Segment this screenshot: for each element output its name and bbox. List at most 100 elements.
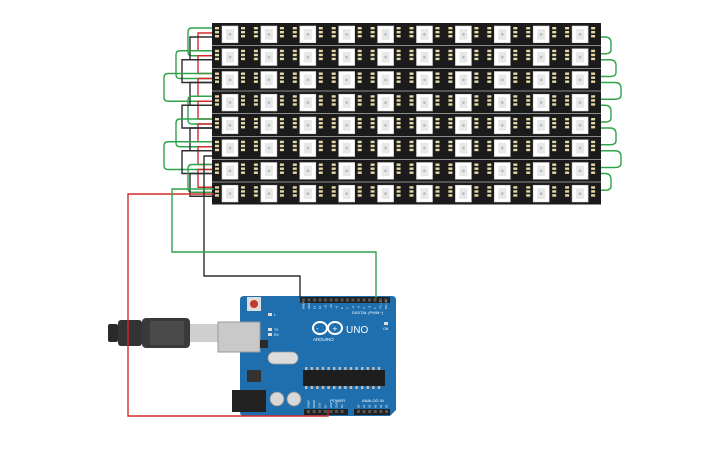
neopixel-led[interactable] bbox=[253, 139, 284, 157]
power-pin[interactable] bbox=[318, 410, 322, 413]
header-pin[interactable] bbox=[373, 298, 377, 302]
neopixel-led[interactable] bbox=[215, 93, 245, 112]
neopixel-led[interactable] bbox=[526, 139, 557, 157]
strip-power-link[interactable] bbox=[197, 100, 212, 120]
neopixel-led[interactable] bbox=[331, 93, 362, 112]
power-jack[interactable] bbox=[232, 390, 266, 412]
reset-button-cap[interactable] bbox=[250, 300, 258, 308]
led-strip[interactable] bbox=[212, 182, 601, 205]
strip-data-link[interactable] bbox=[187, 95, 212, 125]
neopixel-led[interactable] bbox=[526, 162, 557, 180]
header-pin[interactable] bbox=[379, 298, 382, 302]
header-pin[interactable] bbox=[362, 298, 366, 302]
header-pin[interactable] bbox=[335, 298, 338, 302]
neopixel-led[interactable] bbox=[292, 116, 323, 135]
neopixel-led[interactable] bbox=[215, 139, 245, 157]
neopixel-led[interactable] bbox=[370, 93, 401, 112]
neopixel-led[interactable] bbox=[292, 71, 323, 89]
neopixel-led[interactable] bbox=[565, 71, 596, 89]
neopixel-led[interactable] bbox=[526, 71, 557, 89]
led-strip[interactable] bbox=[212, 159, 601, 182]
data-wire[interactable] bbox=[171, 188, 377, 298]
wiring[interactable] bbox=[163, 27, 622, 197]
neopixel-led[interactable] bbox=[409, 25, 440, 44]
neopixel-led[interactable] bbox=[215, 25, 245, 44]
strip-data-link[interactable] bbox=[601, 127, 617, 146]
neopixel-led[interactable] bbox=[331, 25, 362, 44]
neopixel-led[interactable] bbox=[215, 48, 245, 66]
neopixel-led[interactable] bbox=[448, 71, 479, 89]
neopixel-led[interactable] bbox=[487, 93, 518, 112]
strip-power-link[interactable] bbox=[197, 123, 212, 143]
usb-cable[interactable] bbox=[108, 318, 220, 348]
strip-data-link[interactable] bbox=[601, 81, 622, 100]
strip-data-link[interactable] bbox=[163, 141, 212, 171]
neopixel-led[interactable] bbox=[526, 48, 557, 66]
neopixel-led[interactable] bbox=[253, 25, 284, 44]
strip-power-link[interactable] bbox=[197, 77, 212, 97]
header-pin[interactable] bbox=[368, 298, 371, 302]
neopixel-led[interactable] bbox=[253, 48, 284, 66]
neopixel-led[interactable] bbox=[526, 25, 557, 44]
neopixel-led[interactable] bbox=[565, 139, 596, 157]
header-pin[interactable] bbox=[384, 298, 388, 302]
neopixel-led[interactable] bbox=[448, 48, 479, 66]
neopixel-led[interactable] bbox=[448, 25, 479, 44]
neopixel-led[interactable] bbox=[565, 162, 596, 180]
header-pin[interactable] bbox=[329, 298, 333, 302]
strip-data-link[interactable] bbox=[601, 59, 617, 78]
neopixel-led[interactable] bbox=[487, 184, 518, 203]
neopixel-led[interactable] bbox=[409, 116, 440, 135]
neopixel-led[interactable] bbox=[487, 25, 518, 44]
neopixel-led[interactable] bbox=[370, 162, 401, 180]
neopixel-led[interactable] bbox=[409, 48, 440, 66]
analog-pin[interactable] bbox=[362, 410, 366, 413]
neopixel-led[interactable] bbox=[253, 93, 284, 112]
usb-b-port[interactable] bbox=[217, 321, 261, 353]
neopixel-led[interactable] bbox=[215, 116, 245, 135]
neopixel-led[interactable] bbox=[448, 184, 479, 203]
neopixel-led[interactable] bbox=[331, 116, 362, 135]
neopixel-led[interactable] bbox=[448, 162, 479, 180]
led-strip[interactable] bbox=[212, 45, 601, 68]
neopixel-led[interactable] bbox=[487, 48, 518, 66]
led-strip[interactable] bbox=[212, 91, 601, 114]
neopixel-led[interactable] bbox=[331, 184, 362, 203]
power-pin[interactable] bbox=[335, 410, 338, 413]
neopixel-led[interactable] bbox=[565, 25, 596, 44]
strip-power-link[interactable] bbox=[197, 32, 212, 52]
neopixel-led[interactable] bbox=[292, 162, 323, 180]
analog-header[interactable] bbox=[354, 409, 390, 415]
neopixel-led[interactable] bbox=[292, 48, 323, 66]
analog-pin[interactable] bbox=[385, 410, 388, 413]
neopixel-led[interactable] bbox=[331, 48, 362, 66]
power-wire-5v[interactable] bbox=[127, 193, 329, 417]
strip-power-link[interactable] bbox=[197, 168, 212, 188]
neopixel-led[interactable] bbox=[565, 184, 596, 203]
neopixel-led[interactable] bbox=[409, 139, 440, 157]
neopixel-led[interactable] bbox=[409, 162, 440, 180]
header-pin[interactable] bbox=[313, 298, 316, 302]
analog-pin[interactable] bbox=[379, 410, 383, 413]
strip-data-link[interactable] bbox=[601, 172, 612, 191]
led-strip[interactable] bbox=[212, 23, 601, 46]
power-pin[interactable] bbox=[312, 410, 316, 413]
neopixel-led[interactable] bbox=[253, 71, 284, 89]
strip-data-link[interactable] bbox=[187, 163, 212, 193]
led-strip[interactable] bbox=[212, 68, 601, 91]
strip-data-link[interactable] bbox=[175, 50, 212, 80]
neopixel-led[interactable] bbox=[526, 93, 557, 112]
neopixel-led[interactable] bbox=[487, 116, 518, 135]
neopixel-led[interactable] bbox=[370, 116, 401, 135]
neopixel-led[interactable] bbox=[331, 162, 362, 180]
neopixel-led[interactable] bbox=[370, 71, 401, 89]
strip-data-link[interactable] bbox=[163, 72, 212, 102]
neopixel-led[interactable] bbox=[409, 71, 440, 89]
neopixel-led[interactable] bbox=[526, 184, 557, 203]
digital-header[interactable] bbox=[300, 297, 390, 303]
neopixel-led[interactable] bbox=[370, 25, 401, 44]
strip-data-link[interactable] bbox=[601, 150, 622, 169]
